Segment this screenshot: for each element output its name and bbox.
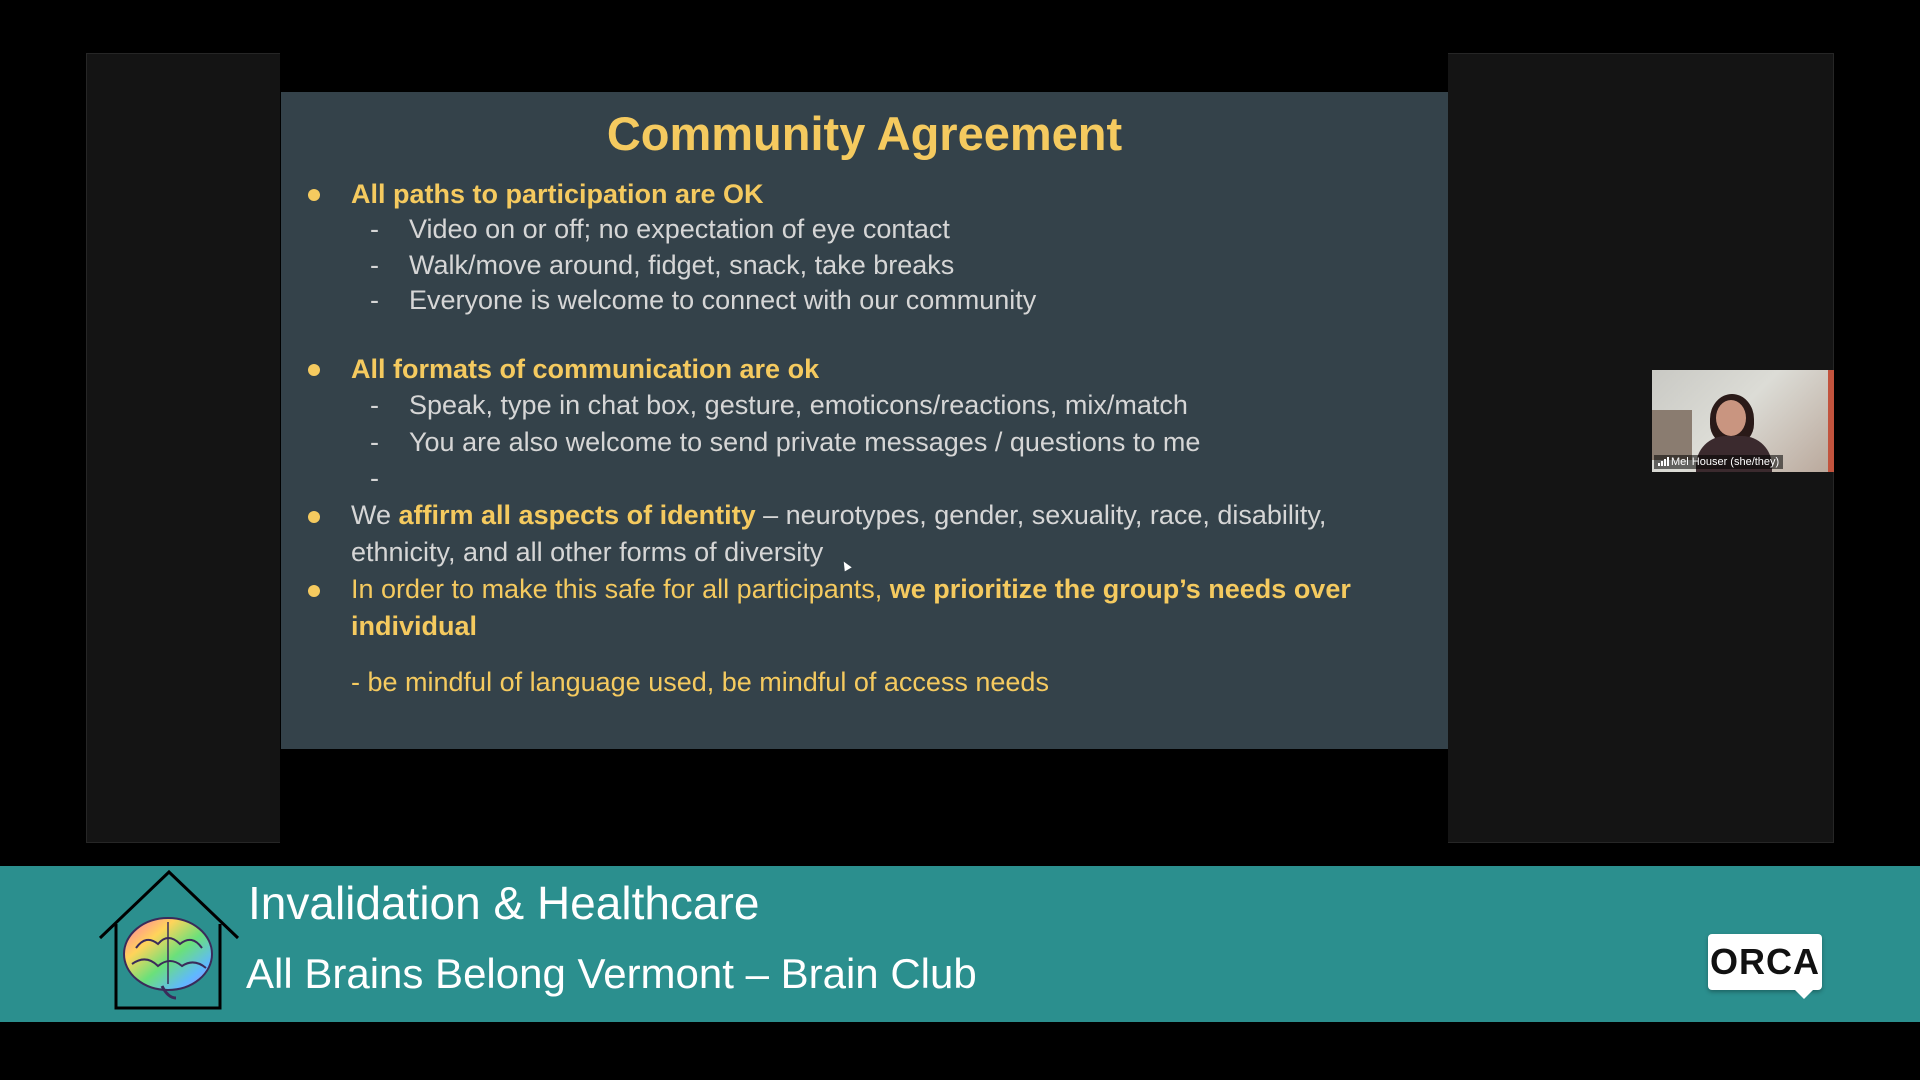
sub-item: Speak, type in chat box, gesture, emotic… (409, 390, 1188, 420)
bullet-dot-icon (308, 364, 320, 376)
background-accent (1828, 370, 1834, 472)
participant-face (1716, 400, 1746, 436)
participant-name: Mel Houser (she/they) (1671, 456, 1780, 468)
bullet-heading: All formats of communication are ok (351, 354, 820, 384)
bullet-heading: All paths to participation are OK (351, 179, 764, 209)
dash-marker: - (370, 214, 379, 244)
sub-item: Walk/move around, fidget, snack, take br… (409, 250, 955, 280)
banner-title: Invalidation & Healthcare (248, 877, 760, 929)
bullet-text-lead: In order to make this safe for all parti… (351, 574, 890, 604)
bullet-dot-icon (308, 585, 320, 597)
bullet-text-emphasis: affirm all aspects of identity (398, 500, 756, 530)
slide-title: Community Agreement (606, 107, 1123, 160)
dash-marker: - (370, 250, 379, 280)
bullet-text-emphasis: we prioritize the group’s needs over (889, 574, 1351, 604)
bullet-dot-icon (308, 189, 320, 201)
sub-item: Video on or off; no expectation of eye c… (409, 214, 950, 244)
signal-strength-icon (1658, 457, 1669, 466)
participant-name-label: Mel Houser (she/they) (1654, 455, 1784, 469)
bullet-dot-icon (308, 511, 320, 523)
brain-house-logo-icon (98, 869, 240, 1010)
orca-badge: ORCA (1708, 934, 1822, 999)
banner-subtitle: All Brains Belong Vermont – Brain Club (246, 950, 977, 997)
bullet-text: We affirm all aspects of identity – neur… (351, 497, 1326, 533)
background-shelf (1652, 410, 1692, 460)
participant-video-tile[interactable]: Mel Houser (she/they) (1652, 370, 1834, 472)
dash-marker: - (370, 463, 379, 493)
bullet-text-lead: We (351, 500, 399, 530)
bullet-text-continued: individual (351, 611, 478, 641)
bullet-text-continued: ethnicity, and all other forms of divers… (351, 537, 824, 567)
dash-marker: - (370, 285, 379, 315)
sub-item: You are also welcome to send private mes… (409, 427, 1201, 457)
presentation-slide: Community Agreement All paths to partici… (281, 92, 1448, 749)
bullet-text: In order to make this safe for all parti… (351, 571, 1351, 607)
dash-marker: - (370, 427, 379, 457)
dash-marker: - (370, 390, 379, 420)
slide-footer-note: - be mindful of language used, be mindfu… (351, 667, 1049, 697)
bullet-text-rest: – neurotypes, gender, sexuality, race, d… (755, 500, 1327, 530)
lower-third-banner (0, 866, 1920, 1022)
sub-item: Everyone is welcome to connect with our … (409, 285, 1037, 315)
